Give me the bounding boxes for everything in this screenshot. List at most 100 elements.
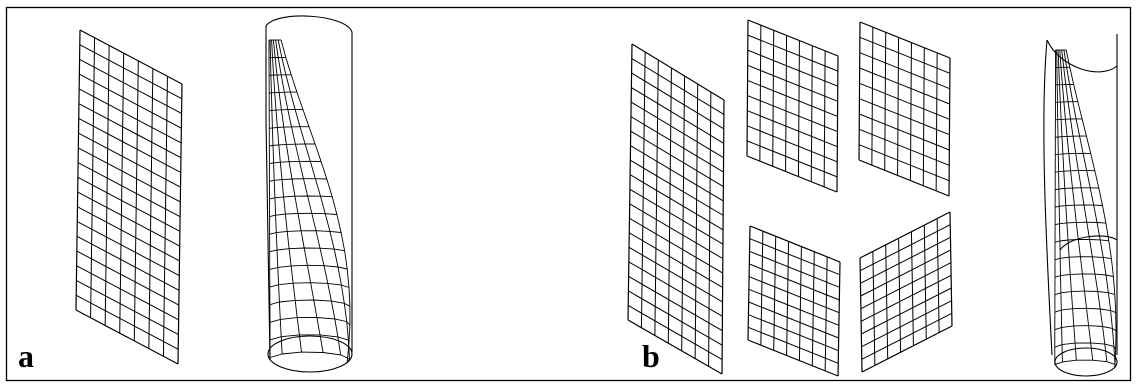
grid-line-horizontal (76, 235, 180, 291)
grid-line-horizontal (859, 67, 950, 105)
grid-tile-bottom-left (747, 225, 841, 377)
grid-line-vertical (667, 67, 672, 344)
grid-line-horizontal (861, 312, 953, 360)
mesh-line-horizontal (1054, 359, 1116, 368)
grid-line-horizontal (77, 162, 181, 218)
grid-line-vertical (785, 35, 788, 172)
grid-line-horizontal (746, 155, 838, 193)
mesh-line-horizontal (269, 317, 351, 326)
grid-line-horizontal (629, 232, 723, 288)
grid-line-horizontal (747, 95, 838, 133)
grid-line-horizontal (748, 288, 840, 326)
grid-line-horizontal (630, 145, 724, 202)
grid-line-horizontal (629, 203, 724, 260)
mesh-line-horizontal (1054, 273, 1114, 278)
grid-line-vertical (654, 59, 659, 336)
mesh-line-horizontal (269, 108, 303, 112)
mesh-line-horizontal (1054, 325, 1117, 332)
grid-line-horizontal (860, 236, 951, 284)
grid-line-horizontal (628, 275, 723, 332)
grid-line-vertical (694, 83, 699, 359)
grid-line-horizontal (859, 82, 950, 120)
grid-line-vertical (177, 83, 183, 365)
grid-line-horizontal (858, 159, 950, 197)
grid-line-horizontal (76, 250, 180, 306)
grid-line-horizontal (860, 274, 952, 322)
cylinder-b-outline-right (1046, 34, 1118, 355)
grid-line-horizontal (631, 72, 725, 130)
grid-line-horizontal (627, 305, 723, 361)
grid-line-horizontal (749, 263, 840, 301)
grid-line-vertical (872, 251, 876, 366)
grid-line-vertical (935, 52, 938, 191)
grid-line-horizontal (860, 249, 951, 297)
grid-line-vertical (859, 257, 863, 373)
grid-line-horizontal (78, 117, 181, 173)
grid-line-vertical (871, 27, 874, 166)
grid-line-vertical (884, 32, 887, 171)
mesh-line-horizontal (269, 91, 297, 94)
grid-line-vertical (721, 99, 725, 375)
mesh-line-horizontal (1055, 187, 1099, 191)
grid-line-horizontal (78, 103, 182, 159)
grid-tile-bottom-right (859, 211, 953, 373)
mesh-line-horizontal (269, 160, 322, 165)
grid-line-horizontal (630, 130, 724, 187)
mesh-line-vertical (280, 39, 351, 364)
grid-line-vertical (772, 30, 775, 167)
mesh-line-horizontal (1055, 170, 1095, 173)
mesh-line-vertical (1059, 49, 1094, 361)
grid-line-vertical (746, 19, 749, 157)
grid-line-horizontal (859, 36, 951, 74)
mesh-line-horizontal (269, 195, 333, 200)
grid-line-horizontal (628, 261, 723, 317)
grid-line-horizontal (748, 326, 839, 364)
grid-line-vertical (133, 60, 139, 341)
mesh-line-horizontal (269, 126, 309, 129)
grid-line-horizontal (859, 128, 950, 166)
grid-line-horizontal (79, 29, 183, 85)
grid-line-vertical (837, 261, 841, 377)
grid-line-horizontal (628, 246, 723, 303)
grid-line-horizontal (76, 280, 179, 335)
grid-line-vertical (627, 43, 633, 321)
twisted-cylinder-panel-a (265, 15, 353, 373)
grid-line-vertical (681, 75, 686, 351)
grid-line-horizontal (627, 319, 723, 375)
mesh-line-vertical (1065, 49, 1117, 368)
mesh-line-vertical (1054, 49, 1057, 365)
mesh-line-vertical (272, 39, 324, 353)
grid-line-vertical (747, 225, 751, 341)
grid-line-vertical (708, 91, 712, 367)
grid-line-horizontal (749, 225, 841, 263)
grid-line-vertical (810, 45, 813, 182)
grid-line-vertical (75, 29, 81, 311)
assembled-cylinder-panel-b (1043, 34, 1118, 377)
grid-line-vertical (759, 25, 762, 162)
grid-line-horizontal (747, 64, 838, 102)
figure-border (5, 6, 1132, 382)
mesh-line-vertical (1061, 49, 1108, 362)
grid-line-vertical (798, 246, 802, 361)
grid-line-vertical (104, 45, 110, 326)
grid-line-vertical (885, 244, 889, 359)
mesh-line-vertical (271, 39, 302, 353)
grid-line-horizontal (631, 43, 725, 101)
grid-line-vertical (909, 42, 912, 181)
grid-line-horizontal (859, 211, 951, 259)
grid-line-horizontal (859, 98, 950, 136)
grid-line-vertical (824, 256, 828, 371)
grid-line-horizontal (859, 224, 951, 272)
grid-tile-top-right (858, 21, 951, 197)
grid-line-horizontal (77, 221, 180, 277)
cylinder-mesh-panel-a (268, 39, 351, 364)
grid-line-horizontal (629, 174, 724, 231)
grid-line-vertical (119, 53, 125, 334)
grid-line-horizontal (75, 309, 179, 365)
cylinder-b-seam (1059, 235, 1118, 251)
flat-grid-panel-b (627, 43, 725, 375)
mesh-line-vertical (1063, 49, 1116, 365)
grid-line-horizontal (858, 144, 950, 182)
grid-line-horizontal (748, 276, 840, 314)
